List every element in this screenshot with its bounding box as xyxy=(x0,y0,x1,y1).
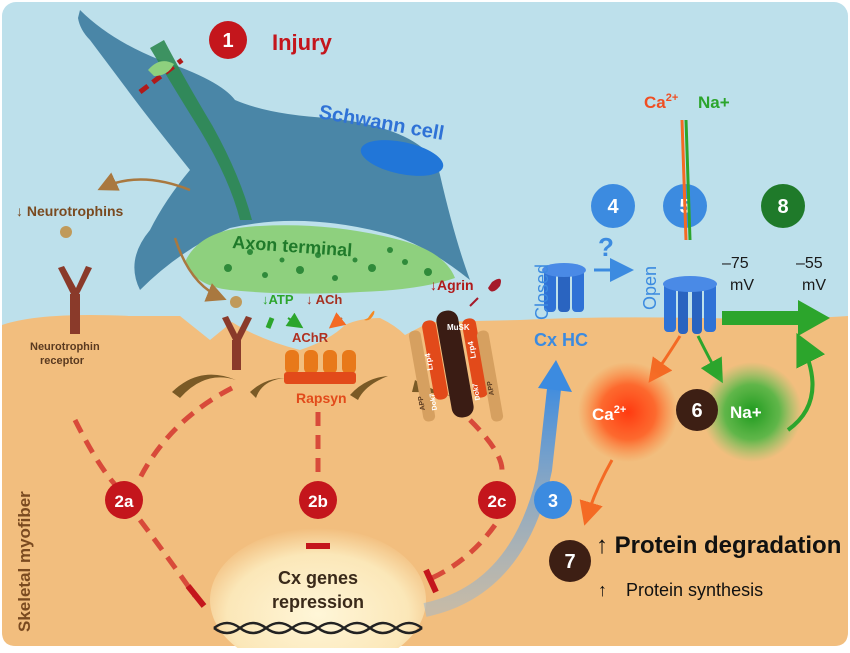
lrp4-label-left: Lrp4 xyxy=(423,352,435,371)
musk-complex xyxy=(408,310,504,422)
step-2b-badge xyxy=(299,481,337,519)
step-1-label: 1 xyxy=(222,30,233,52)
rapsyn-label: Rapsyn xyxy=(296,390,347,406)
dok7-label-right: Dok7 xyxy=(472,383,482,401)
neurotrophin-receptor-middle xyxy=(222,316,252,370)
step-7-badge xyxy=(549,540,591,582)
mv-unit-2: mV xyxy=(802,277,826,294)
atp-label: ↓ATP xyxy=(262,292,294,307)
injury-cut xyxy=(138,58,184,94)
junctional-fold xyxy=(250,378,285,398)
ca-flow-top xyxy=(680,119,688,241)
step-6-label: 6 xyxy=(691,400,702,422)
axon-fragment xyxy=(148,61,174,76)
ach-arrow xyxy=(328,312,347,329)
depolarization-arrowhead xyxy=(798,300,830,336)
junctional-fold xyxy=(172,374,236,398)
protein-degradation-label: ↑ Protein degradation xyxy=(596,532,841,559)
step-7-label: 7 xyxy=(564,551,575,573)
junctional-fold xyxy=(350,376,388,400)
na-mid-label: Na+ xyxy=(730,403,762,422)
neurotrophin-receptor-left xyxy=(58,266,92,334)
inhibition-bars xyxy=(185,543,439,608)
closed-hemichannel xyxy=(542,263,586,312)
step-3-label: 3 xyxy=(548,491,558,511)
app-label-right: APP xyxy=(487,380,496,396)
mv-neg55: –55 xyxy=(796,255,823,272)
dna-helix xyxy=(213,621,423,635)
synaptic-vesicles xyxy=(224,247,432,281)
step-3-arrowhead xyxy=(538,360,572,392)
agrin-arrow xyxy=(469,297,479,307)
step-4-label: 4 xyxy=(607,196,619,218)
musk-label: MuSK xyxy=(447,323,470,332)
cx-hc-label: Cx HC xyxy=(534,330,588,350)
calcium-glow xyxy=(578,362,678,462)
na-flow-top xyxy=(684,119,692,241)
ca-mid-label: Ca2+ xyxy=(592,404,626,424)
schwann-nucleus xyxy=(360,140,444,176)
step-2b-label: 2b xyxy=(308,492,328,511)
na-influx-arrow xyxy=(696,335,723,384)
lrp4-label-right: Lrp4 xyxy=(466,340,478,359)
neurotrophin-molecule xyxy=(230,296,242,308)
mv-neg75: –75 xyxy=(722,255,749,272)
step-2a-label: 2a xyxy=(115,492,134,511)
neurotrophin-receptor-label-2: receptor xyxy=(40,355,85,367)
ach-molecule xyxy=(364,310,375,321)
feedback-arrow xyxy=(786,332,826,432)
agrin-label: ↓Agrin xyxy=(430,277,474,293)
ca-to-degradation-arrow xyxy=(579,459,614,526)
injury-label: Injury xyxy=(272,30,333,55)
atp-molecule xyxy=(265,317,275,329)
neurotrophins-label: ↓ Neurotrophins xyxy=(16,203,124,219)
closed-label: Closed xyxy=(532,264,552,320)
step-6-badge xyxy=(676,389,718,431)
dok7-label-left: Dok7 xyxy=(429,393,439,411)
ca-top-label: Ca2+ xyxy=(644,92,678,112)
achr-label: AChR xyxy=(292,330,329,345)
agrin-molecule xyxy=(488,278,501,292)
neurotrophin-receptor-label-1: Neurotrophin xyxy=(30,341,100,353)
axon xyxy=(150,40,252,220)
ach-label: ↓ ACh xyxy=(306,292,342,307)
skeletal-myofiber-label: Skeletal myofiber xyxy=(15,491,34,632)
mv-unit-1: mV xyxy=(730,277,754,294)
protein-synthesis-label: ↑ Protein synthesis xyxy=(598,580,763,600)
axon-terminal xyxy=(185,225,455,294)
step-2a-badge xyxy=(105,481,143,519)
na-top-label: Na+ xyxy=(698,93,730,112)
question-mark: ? xyxy=(598,232,614,262)
cx-genes-label-2: repression xyxy=(272,592,364,612)
step-8-badge xyxy=(761,184,805,228)
sodium-glow xyxy=(702,362,802,462)
nucleus xyxy=(210,528,426,653)
neurotrophin-molecule xyxy=(60,226,72,238)
step-2c-label: 2c xyxy=(488,492,507,511)
neurotrophin-arrow xyxy=(97,172,191,192)
step-2c-badge xyxy=(478,481,516,519)
app-label-left: APP xyxy=(418,395,427,411)
open-label: Open xyxy=(640,266,660,310)
neurotrophin-arrow xyxy=(173,237,227,302)
step-1-badge xyxy=(209,21,247,59)
open-hemichannel xyxy=(663,276,717,334)
cx-genes-label-1: Cx genes xyxy=(278,568,358,588)
step-3-badge xyxy=(534,481,572,519)
step-4-badge xyxy=(591,184,635,228)
achr-cluster xyxy=(284,350,356,384)
step-8-label: 8 xyxy=(777,196,788,218)
atp-arrow xyxy=(285,312,304,329)
